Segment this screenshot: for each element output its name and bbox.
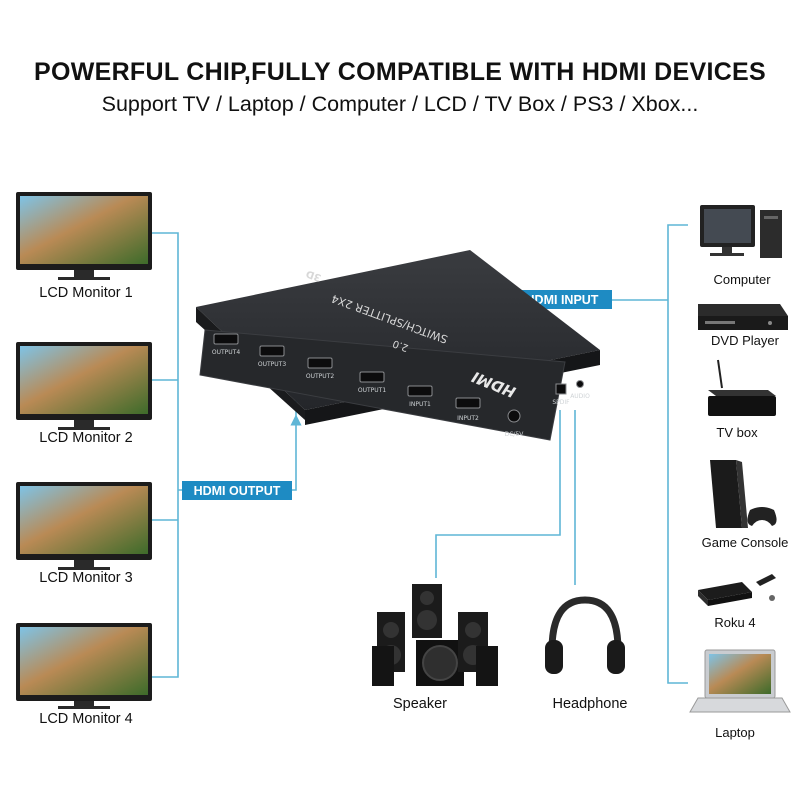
source-game-console: Game Console	[702, 460, 789, 550]
tv-box-icon	[708, 359, 776, 416]
source-label: DVD Player	[711, 333, 780, 348]
source-label: Roku 4	[714, 615, 755, 630]
device-version-label: 2.0	[391, 337, 410, 353]
monitor-label: LCD Monitor 4	[39, 711, 132, 727]
audio-output-label: Speaker	[393, 696, 447, 712]
source-roku: Roku 4	[698, 574, 776, 630]
port-label: AUDIO	[570, 393, 590, 400]
lcd-monitor-icon	[16, 623, 152, 709]
laptop-icon	[689, 649, 791, 713]
port-label: OUTPUT2	[306, 373, 334, 380]
source-label: Game Console	[702, 535, 789, 550]
port-label: OUTPUT1	[358, 387, 386, 394]
device-3d-label: 3D	[305, 267, 323, 283]
hdmi-switch-splitter: SWITCH/SPLITTER 2X4 3D 2.0 HDMI OUTPUT4 …	[196, 250, 600, 441]
hdmi-port-input1: INPUT1	[407, 385, 433, 408]
monitor-bracket-line	[152, 232, 179, 678]
output-arrow-line	[178, 414, 302, 491]
port-label: OUTPUT3	[258, 361, 286, 368]
audio-port: AUDIO	[570, 380, 590, 400]
source-tv-box: TV box	[708, 359, 776, 440]
monitor-label: LCD Monitor 2	[39, 430, 132, 446]
monitor-3: LCD Monitor 3	[16, 482, 152, 586]
headphone-icon	[545, 596, 625, 674]
source-label: TV box	[716, 425, 758, 440]
lcd-monitor-icon	[16, 192, 152, 280]
audio-speaker: Speaker	[372, 584, 498, 712]
source-bracket-line	[667, 224, 688, 684]
hdmi-port-output2: OUTPUT2	[306, 357, 334, 380]
monitor-1: LCD Monitor 1	[16, 192, 152, 301]
port-label: DC/5V	[505, 431, 525, 438]
source-laptop: Laptop	[689, 649, 791, 740]
speaker-icon	[372, 584, 498, 686]
source-label: Computer	[713, 272, 771, 287]
roku-icon	[698, 574, 776, 606]
audio-headphone: Headphone	[545, 596, 628, 712]
page-subtitle: Support TV / Laptop / Computer / LCD / T…	[101, 92, 699, 116]
hdmi-port-output1: OUTPUT1	[358, 371, 386, 394]
port-label: INPUT2	[457, 415, 479, 422]
hdmi-input-tag-label: HDMI INPUT	[526, 293, 599, 307]
audio-output-label: Headphone	[553, 696, 628, 712]
monitor-label: LCD Monitor 1	[39, 285, 132, 301]
monitor-2: LCD Monitor 2	[16, 342, 152, 446]
source-computer: Computer	[700, 205, 782, 287]
hdmi-input-tag: HDMI INPUT	[512, 290, 612, 309]
dvd-player-icon	[698, 304, 788, 330]
monitor-4: LCD Monitor 4	[16, 623, 152, 727]
hdmi-output-tag-label: HDMI OUTPUT	[194, 484, 281, 498]
page-title: POWERFUL CHIP,FULLY COMPATIBLE WITH HDMI…	[33, 58, 767, 86]
hdmi-port-input2: INPUT2	[455, 397, 481, 422]
monitor-label: LCD Monitor 3	[39, 570, 132, 586]
game-console-icon	[710, 460, 777, 528]
computer-icon	[700, 205, 782, 258]
port-label: INPUT1	[409, 401, 431, 408]
hdmi-port-output4: OUTPUT4	[212, 333, 240, 356]
lcd-monitor-icon	[16, 342, 152, 430]
speaker-line	[435, 410, 561, 578]
port-label: OUTPUT4	[212, 349, 240, 356]
source-label: Laptop	[715, 725, 755, 740]
port-label: SPDIF	[552, 399, 570, 406]
lcd-monitor-icon	[16, 482, 152, 570]
dc-power-port: DC/5V	[505, 409, 525, 438]
hdmi-port-output3: OUTPUT3	[258, 345, 286, 368]
hdmi-output-tag: HDMI OUTPUT	[182, 481, 292, 500]
spdif-port: SPDIF	[552, 383, 570, 406]
source-dvd-player: DVD Player	[698, 304, 788, 348]
